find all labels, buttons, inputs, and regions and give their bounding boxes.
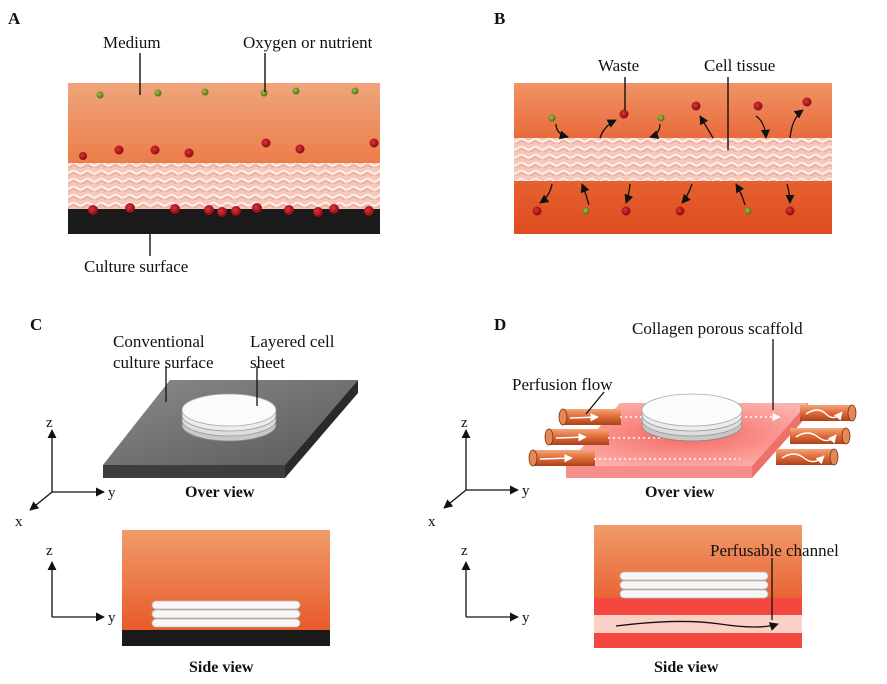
culture-surface-side [285, 380, 358, 478]
panel-a-medium [68, 83, 380, 165]
label-layered-2: sheet [250, 353, 285, 372]
panel-b-medium-bottom [514, 181, 832, 234]
label-culture-surface: Culture surface [84, 257, 188, 276]
axis-c-y: y [108, 485, 116, 501]
panel-d-side-sheets [619, 571, 769, 599]
panel-c-letter: C [30, 315, 42, 334]
panel-a-waste [79, 138, 379, 217]
axis-d-y: y [522, 483, 530, 499]
culture-surface-front [103, 465, 285, 478]
panel-a: A [8, 9, 380, 276]
panel-b-waste [532, 97, 812, 216]
panel-b: B [494, 9, 832, 234]
axis-d2-y: y [522, 610, 530, 626]
label-perfusable-channel: Perfusable channel [710, 541, 839, 560]
panel-a-tissue [68, 163, 380, 210]
label-cell-tissue: Cell tissue [704, 56, 775, 75]
axis-c2-y: y [108, 610, 116, 626]
caption-d-over-view: Over view [645, 484, 715, 501]
panel-b-tissue [514, 138, 832, 183]
axis-3d-c [29, 429, 105, 511]
layered-cell-sheet [181, 393, 277, 442]
label-layered-1: Layered cell [250, 332, 335, 351]
axis-2d-c [47, 561, 105, 622]
panel-c-side-sheets [151, 600, 301, 628]
panel-c-side-surface [122, 630, 330, 646]
collagen-scaffold-front [566, 466, 752, 478]
label-oxygen-nutrient: Oxygen or nutrient [243, 33, 373, 52]
caption-c-over-view: Over view [185, 484, 255, 501]
label-medium: Medium [103, 33, 161, 52]
panel-c: C Conventional culture surface Layered c… [15, 315, 358, 676]
label-conventional-1: Conventional [113, 332, 205, 351]
channel-flow-arrow [615, 620, 779, 631]
caption-d-side-view: Side view [654, 659, 719, 676]
label-perfusion-flow: Perfusion flow [512, 375, 613, 394]
panel-b-medium-top [514, 83, 832, 140]
label-conventional-2: culture surface [113, 353, 214, 372]
axis-d2-z: z [461, 543, 468, 559]
label-waste: Waste [598, 56, 639, 75]
layered-cell-sheet-d [641, 393, 743, 442]
panel-d-side-channel [594, 615, 802, 633]
panel-d: D [428, 315, 857, 676]
panel-b-nutrients [548, 114, 752, 215]
axis-c-z: z [46, 415, 53, 431]
collagen-scaffold-side [752, 403, 808, 478]
panel-d-letter: D [494, 315, 506, 334]
panel-a-letter: A [8, 9, 21, 28]
caption-c-side-view: Side view [189, 659, 254, 676]
axis-d-z: z [461, 415, 468, 431]
panel-a-nutrients [96, 87, 359, 99]
axis-d-x: x [428, 514, 436, 530]
axis-3d-d [443, 429, 519, 509]
panel-b-flow-arrows [539, 109, 804, 206]
axis-c2-z: z [46, 543, 53, 559]
label-collagen-scaffold: Collagen porous scaffold [632, 319, 803, 338]
panel-b-letter: B [494, 9, 505, 28]
axis-c-x: x [15, 514, 23, 530]
axis-2d-d [461, 561, 519, 622]
